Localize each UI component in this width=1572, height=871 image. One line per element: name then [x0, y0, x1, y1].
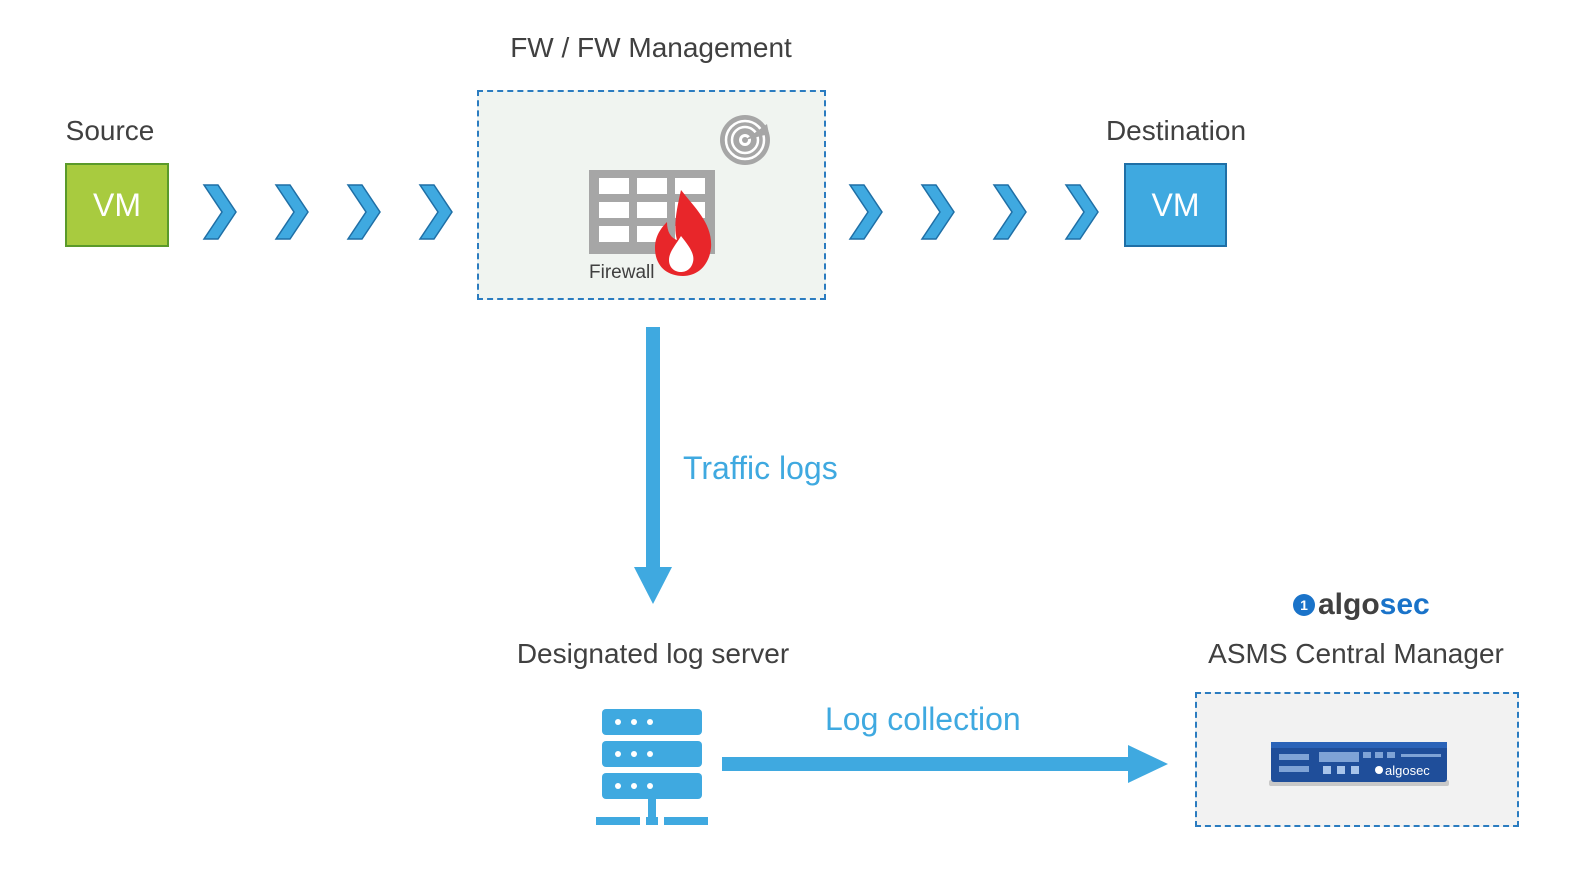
svg-text:1: 1 — [1300, 597, 1308, 613]
log-collection-arrow — [722, 745, 1168, 783]
appliance-brand: algosec — [1385, 763, 1430, 778]
destination-flow-chevrons — [848, 184, 1099, 240]
algosec-logo-prefix: algo — [1318, 588, 1380, 621]
asms-container: algosec — [1195, 692, 1519, 827]
chevron-right-icon — [920, 184, 955, 240]
log-collection-label: Log collection — [825, 701, 1021, 737]
source-vm: VM — [65, 163, 169, 247]
destination-vm-text: VM — [1151, 186, 1200, 223]
disc-icon — [720, 115, 770, 165]
firewall-container: Firewall — [477, 90, 826, 300]
chevron-right-icon — [202, 184, 237, 240]
traffic-logs-arrow — [634, 327, 672, 604]
source-vm-text: VM — [93, 186, 141, 223]
asms-label: ASMS Central Manager — [1208, 638, 1504, 669]
destination-label: Destination — [1105, 115, 1247, 146]
firewall-caption: Firewall — [589, 262, 655, 283]
algosec-logo-icon: 1 — [1293, 594, 1315, 616]
algosec-logo-suffix: sec — [1379, 588, 1430, 621]
traffic-logs-label: Traffic logs — [683, 450, 838, 486]
chevron-right-icon — [992, 184, 1027, 240]
source-flow-chevrons — [202, 184, 453, 240]
firewall-title: FW / FW Management — [510, 32, 792, 63]
chevron-right-icon — [346, 184, 381, 240]
chevron-right-icon — [418, 184, 453, 240]
chevron-right-icon — [848, 184, 883, 240]
appliance-icon: algosec — [1269, 742, 1449, 786]
log-server-label: Designated log server — [516, 638, 790, 669]
chevron-right-icon — [274, 184, 309, 240]
server-icon — [596, 709, 708, 825]
chevron-right-icon — [1064, 184, 1099, 240]
flame-icon — [655, 190, 712, 276]
destination-vm: VM — [1124, 163, 1227, 247]
source-label: Source — [65, 115, 155, 146]
